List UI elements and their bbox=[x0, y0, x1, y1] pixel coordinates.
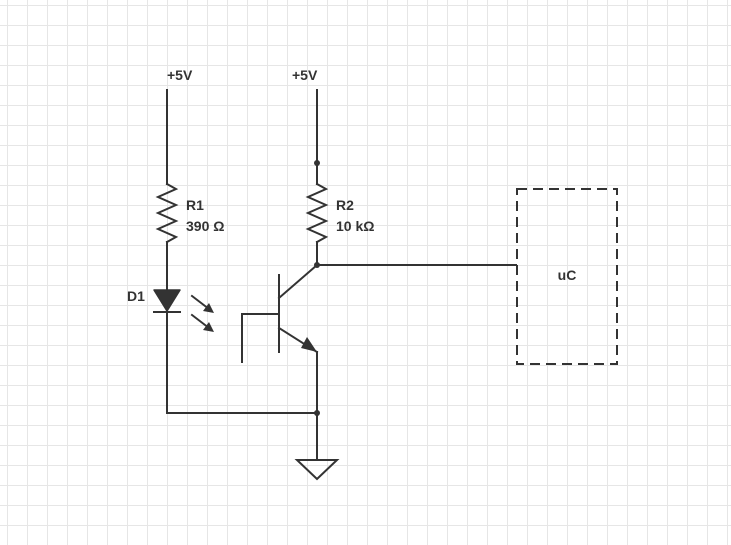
led-d1-ref: D1 bbox=[127, 288, 145, 304]
led-d1-symbol bbox=[153, 289, 181, 313]
supply-label-right: +5V bbox=[292, 67, 318, 83]
phototransistor-symbol bbox=[241, 263, 319, 363]
resistor-r2-ref: R2 bbox=[336, 197, 354, 213]
resistor-r2-symbol bbox=[305, 182, 329, 244]
junction-dot-ground bbox=[314, 410, 320, 416]
microcontroller-label: uC bbox=[558, 267, 577, 283]
resistor-r1-ref: R1 bbox=[186, 197, 204, 213]
microcontroller-block bbox=[516, 188, 618, 365]
ground-icon bbox=[294, 459, 340, 481]
light-emission-arrows-icon bbox=[190, 294, 214, 332]
resistor-r1-value: 390 Ω bbox=[186, 218, 224, 234]
resistor-r2-value: 10 kΩ bbox=[336, 218, 374, 234]
junction-dot-supply bbox=[314, 160, 320, 166]
resistor-r1-symbol bbox=[155, 182, 179, 244]
supply-label-left: +5V bbox=[167, 67, 193, 83]
